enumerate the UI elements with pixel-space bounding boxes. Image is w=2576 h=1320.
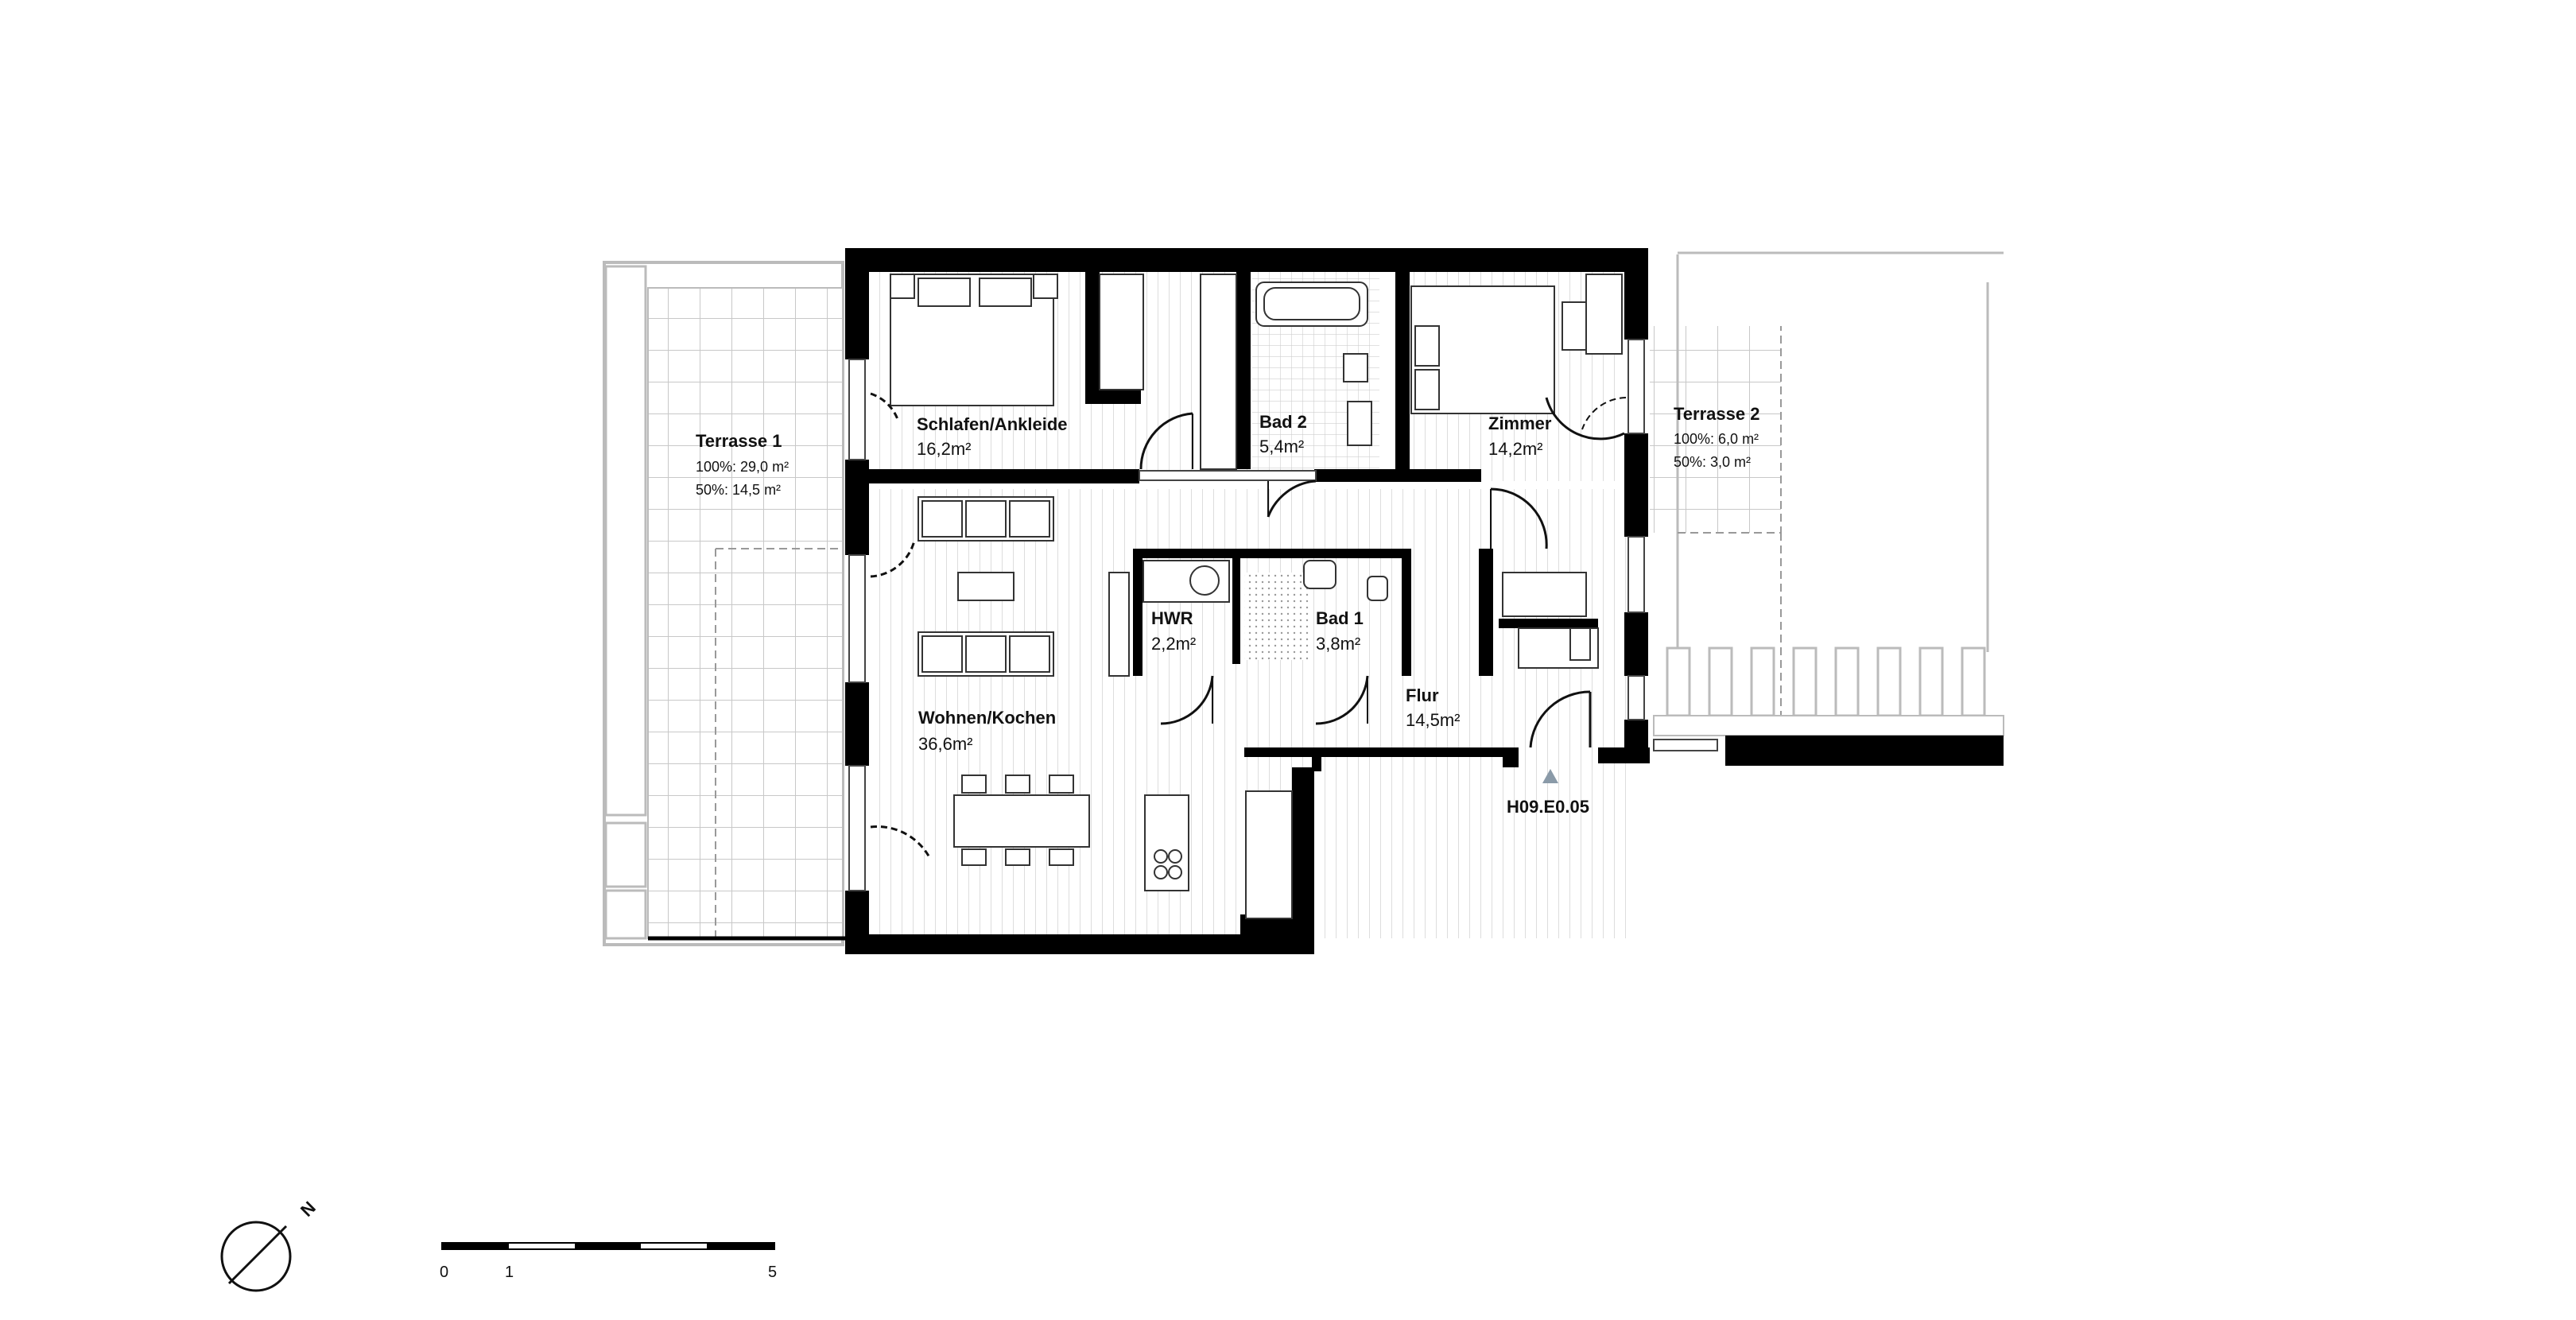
bath1-area: 3,8m² (1316, 634, 1360, 654)
scale-tick-1: 1 (505, 1264, 514, 1281)
room-area: 14,2m² (1488, 439, 1542, 459)
hwr-name: HWR (1151, 608, 1193, 628)
bath2-area: 5,4m² (1259, 437, 1304, 456)
terrace1-pct50: 50%: 14,5 m² (696, 482, 781, 498)
walls (845, 248, 1650, 954)
bedroom-name: Schlafen/Ankleide (917, 414, 1068, 434)
bedroom-area: 16,2m² (917, 439, 971, 459)
scale-tick-5: 5 (768, 1264, 777, 1281)
north-arrow: N (220, 1198, 320, 1292)
terrace2-name: Terrasse 2 (1674, 404, 1759, 424)
terrace-1 (603, 261, 847, 946)
scale-tick-0: 0 (440, 1264, 448, 1281)
bath2-name: Bad 2 (1259, 412, 1307, 432)
terrace2-pct50: 50%: 3,0 m² (1674, 454, 1751, 470)
room-name: Zimmer (1488, 413, 1552, 433)
windows (848, 339, 1645, 891)
terrace-2 (1650, 251, 2004, 766)
terrace1-name: Terrasse 1 (696, 431, 782, 451)
terrace2-pct100: 100%: 6,0 m² (1674, 431, 1759, 447)
furniture (890, 274, 1623, 919)
hall-name: Flur (1406, 685, 1439, 705)
hwr-area: 2,2m² (1151, 634, 1196, 654)
doors (870, 392, 1627, 860)
hall-area: 14,5m² (1406, 710, 1460, 730)
unit-id: H09.E0.05 (1507, 797, 1589, 817)
entrance-marker (1542, 769, 1558, 783)
north-label: N (297, 1198, 320, 1221)
living-area: 36,6m² (918, 734, 972, 754)
bath1-name: Bad 1 (1316, 608, 1364, 628)
terrace1-pct100: 100%: 29,0 m² (696, 459, 789, 475)
living-name: Wohnen/Kochen (918, 708, 1056, 728)
room-labels: Terrasse 1 100%: 29,0 m² 50%: 14,5 m² Sc… (696, 404, 1759, 817)
scale-bar: 0 1 5 (440, 1242, 777, 1281)
